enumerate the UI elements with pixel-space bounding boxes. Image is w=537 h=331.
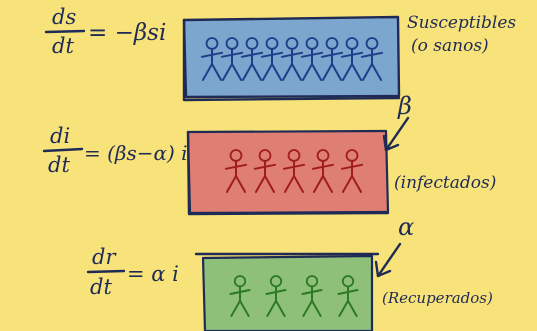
susceptible-sublabel: (o sanos) bbox=[411, 36, 489, 56]
arrow-head bbox=[382, 134, 400, 152]
infected-box bbox=[186, 129, 390, 215]
fraction-bar bbox=[44, 29, 86, 34]
arrow-shaft bbox=[384, 116, 410, 152]
equation-ds-numerator: ds bbox=[52, 5, 76, 29]
susceptible-compartment bbox=[182, 15, 401, 102]
equation-ds-denominator: dt bbox=[52, 34, 74, 58]
arrow-s-to-i: β bbox=[382, 92, 412, 152]
susceptible-person bbox=[320, 37, 344, 81]
recovered-person bbox=[301, 275, 323, 317]
infected-person bbox=[282, 149, 306, 193]
beta-label: β bbox=[397, 92, 412, 120]
arrow-i-to-r: α bbox=[374, 213, 414, 278]
recovered-people bbox=[229, 275, 359, 317]
equation-di-rhs: = (βs−α) i bbox=[84, 141, 188, 165]
recovered-person bbox=[265, 275, 287, 317]
infected-person bbox=[340, 149, 364, 193]
infected-label: (infectados) bbox=[394, 173, 496, 193]
susceptible-person bbox=[340, 37, 364, 81]
susceptible-person bbox=[360, 37, 384, 81]
susceptible-person bbox=[240, 37, 264, 81]
fraction-bar bbox=[42, 147, 84, 153]
equation-di-denominator: dt bbox=[48, 153, 70, 177]
equation-dr-rhs: = α i bbox=[127, 262, 179, 286]
equation-di-dt: di dt = (βs−α) i bbox=[42, 124, 188, 177]
equation-dr-dt: dr dt = α i bbox=[86, 245, 179, 299]
equation-di-numerator: di bbox=[50, 124, 70, 148]
alpha-label: α bbox=[398, 213, 414, 241]
susceptible-person bbox=[300, 37, 324, 81]
equation-ds-rhs: = −βsi bbox=[88, 20, 166, 46]
infected-people bbox=[224, 149, 364, 193]
infected-compartment bbox=[186, 129, 390, 216]
susceptible-person bbox=[260, 37, 284, 81]
equation-ds-dt: ds dt = −βsi bbox=[44, 5, 166, 58]
susceptible-label: Susceptibles bbox=[407, 13, 516, 33]
infected-person bbox=[224, 149, 248, 193]
susceptible-person bbox=[280, 37, 304, 81]
equation-dr-denominator: dt bbox=[90, 275, 112, 299]
susceptible-people bbox=[200, 37, 384, 81]
infected-person bbox=[253, 149, 277, 193]
infected-person bbox=[311, 149, 335, 193]
recovered-label: (Recuperados) bbox=[382, 289, 493, 307]
susceptible-person bbox=[220, 37, 244, 81]
equation-dr-numerator: dr bbox=[92, 245, 117, 269]
susceptible-person bbox=[200, 37, 224, 81]
arrow-shaft bbox=[376, 242, 402, 278]
recovered-person bbox=[337, 275, 359, 317]
recovered-box bbox=[201, 254, 374, 331]
fraction-bar bbox=[86, 269, 126, 274]
recovered-compartment bbox=[194, 252, 380, 331]
recovered-person bbox=[229, 275, 251, 317]
arrow-head bbox=[374, 260, 392, 278]
